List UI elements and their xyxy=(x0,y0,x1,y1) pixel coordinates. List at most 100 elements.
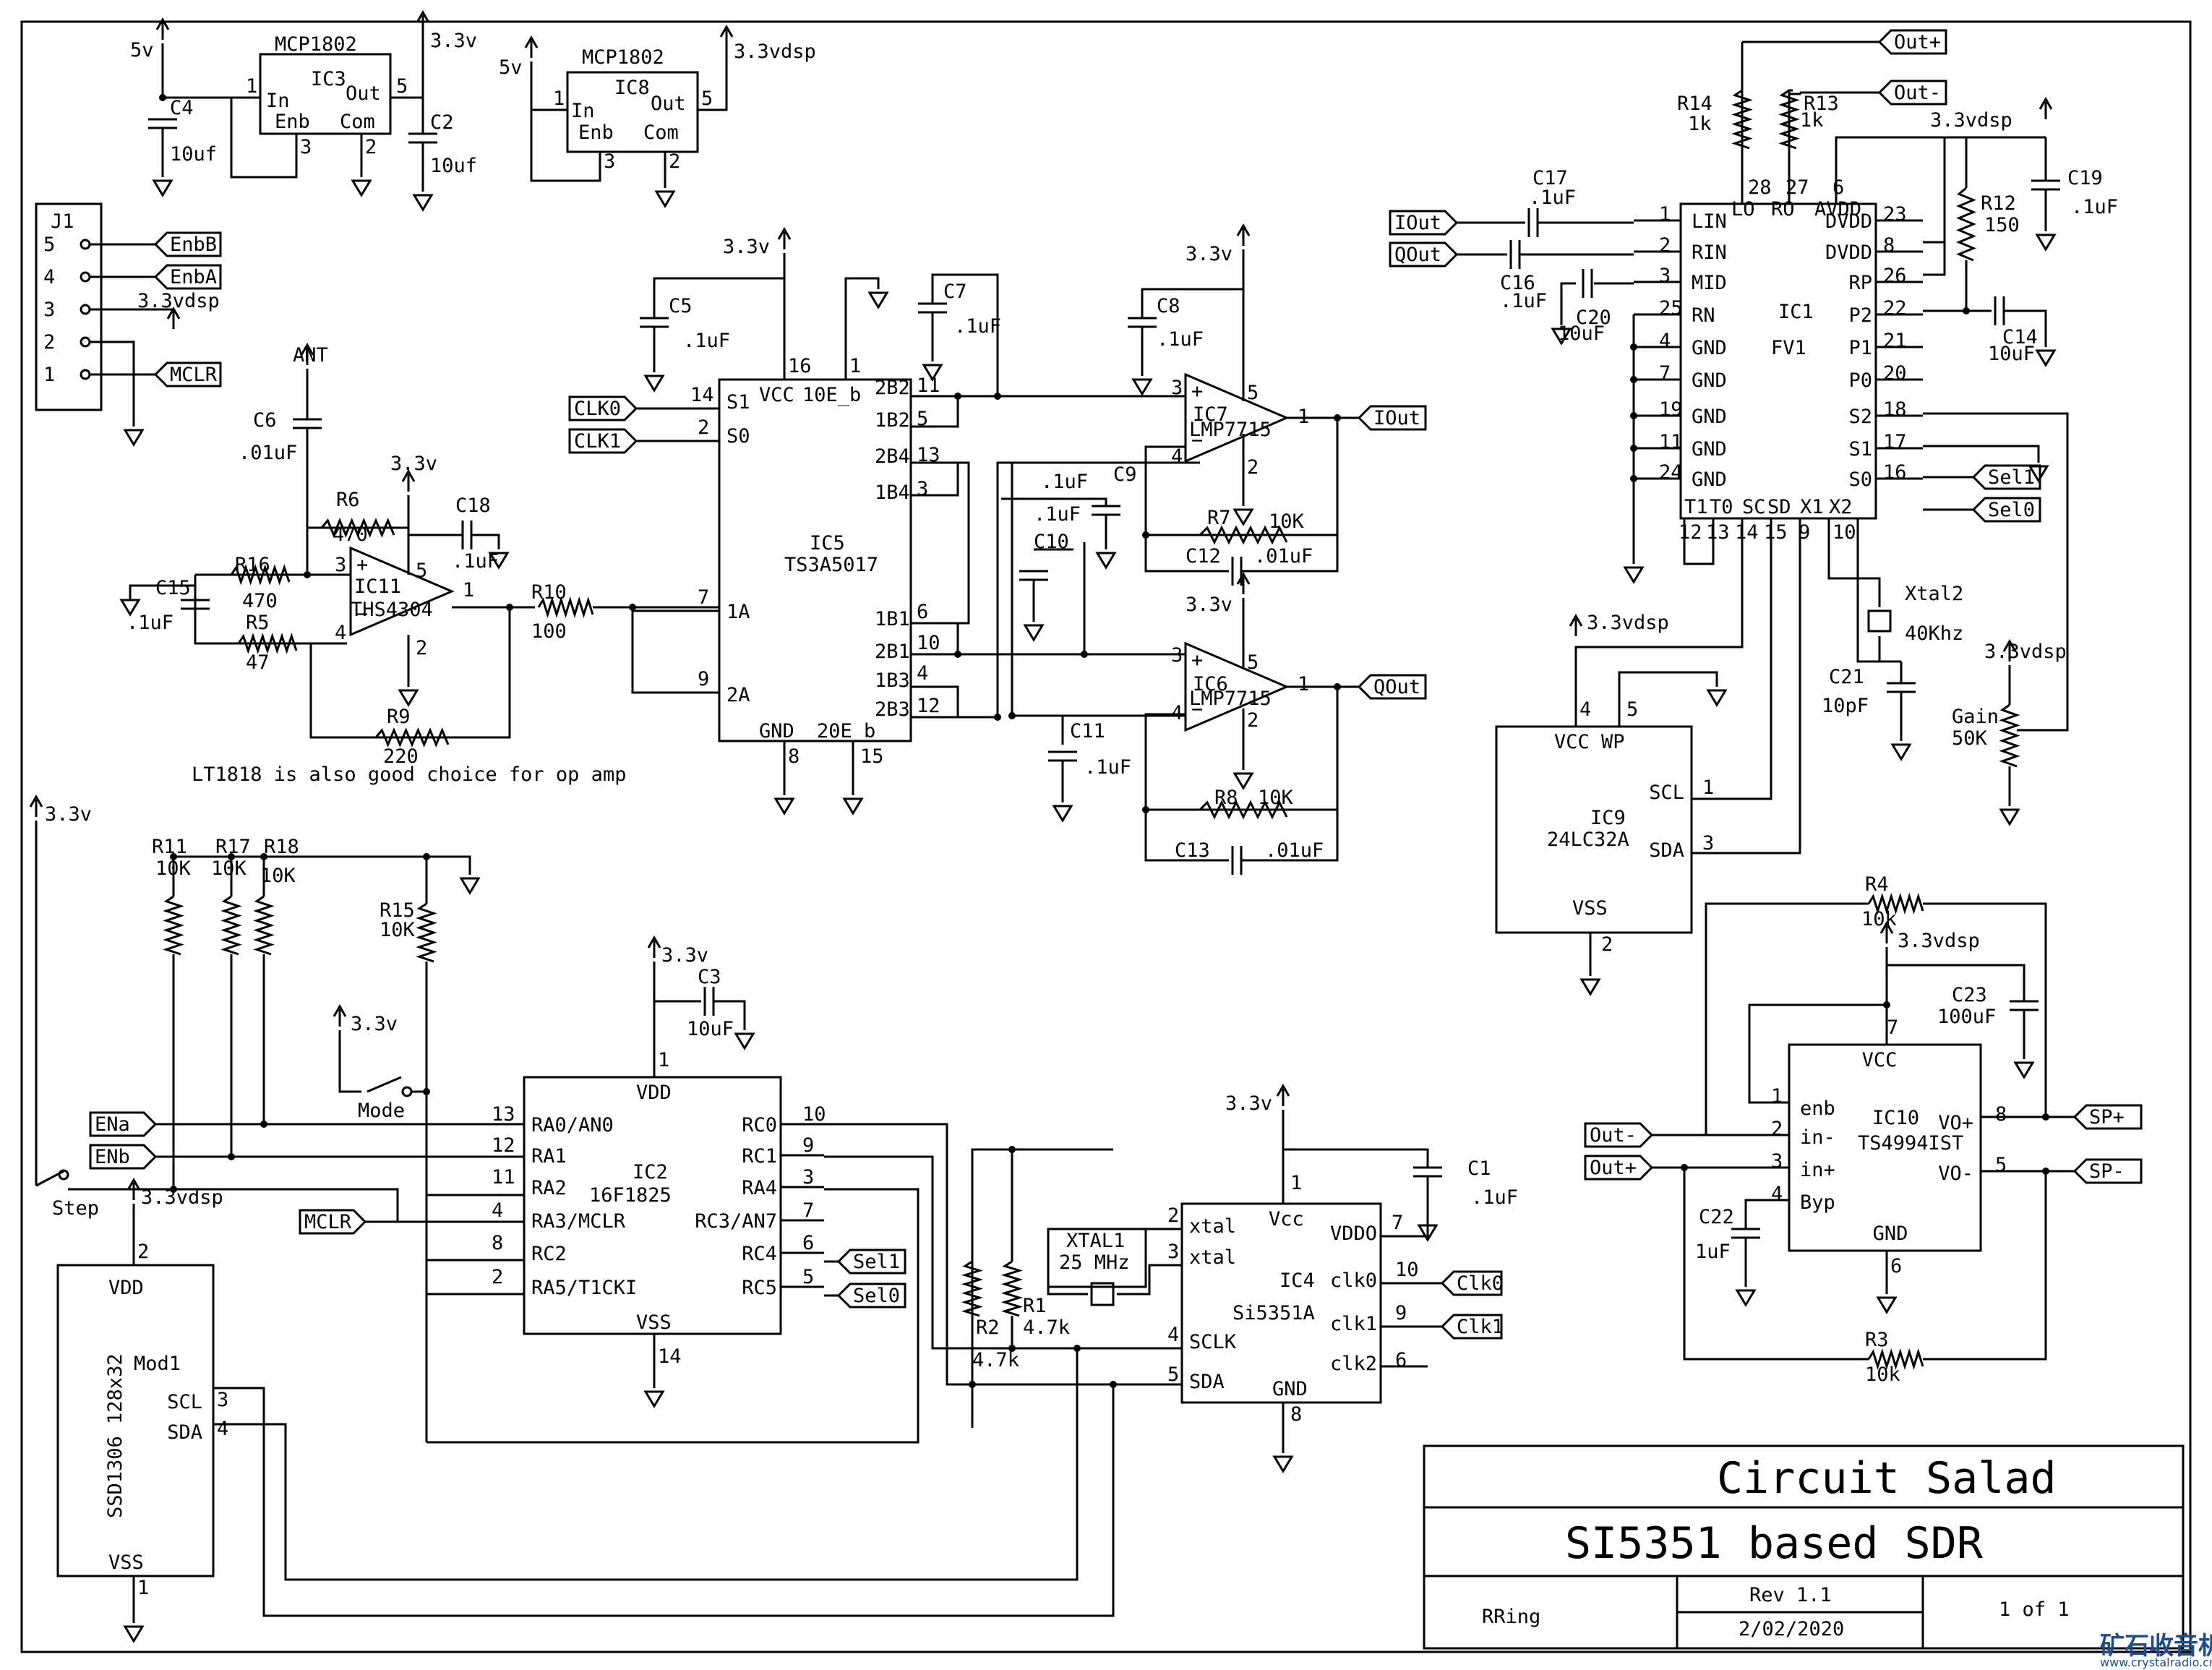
wire xyxy=(1744,1199,1789,1229)
pin-number: 2 xyxy=(1247,709,1259,732)
ground-symbol xyxy=(123,429,145,447)
net-flag xyxy=(2072,1104,2143,1130)
res-val: 10K xyxy=(155,857,192,880)
pin-label: 1B1 xyxy=(875,608,910,630)
pin-number: 3 xyxy=(300,136,312,158)
j1-pin-number: 2 xyxy=(43,331,55,354)
wire xyxy=(1705,902,1869,1135)
cap-ref: C14 xyxy=(2002,326,2038,348)
pin-number: 12 xyxy=(492,1134,515,1157)
pin-label: 2B3 xyxy=(875,698,910,721)
pin-number: 13 xyxy=(917,444,940,466)
resistor xyxy=(1956,187,1976,262)
cap-ref: C8 xyxy=(1157,295,1180,317)
res-val: 150 xyxy=(1984,214,2020,236)
junction-dot xyxy=(1630,343,1637,351)
pin-label: GND xyxy=(1692,369,1727,392)
pin-number: 7 xyxy=(1887,1016,1898,1039)
wire xyxy=(1923,241,1946,276)
cap-ref: C22 xyxy=(1699,1206,1734,1228)
ground-symbol xyxy=(398,689,419,707)
cap-val: .01uF xyxy=(239,442,297,464)
mod1-body xyxy=(56,1264,215,1577)
net-label: SP- xyxy=(2089,1160,2125,1183)
ic-part: TS4994IST xyxy=(1858,1132,1963,1155)
pin-number: 3 xyxy=(604,150,615,173)
cap-ref: C21 xyxy=(1829,666,1864,688)
res-val: 470 xyxy=(242,590,278,612)
wire xyxy=(1923,902,2047,1117)
pin-label: xtal xyxy=(1189,1215,1236,1238)
cap-val: .1uF xyxy=(954,315,1001,338)
capacitor xyxy=(293,418,322,429)
pin-number: 5 xyxy=(416,560,427,582)
pin-label: GND xyxy=(1873,1222,1908,1245)
capacitor xyxy=(1231,846,1243,875)
pin-label: VSS xyxy=(1572,897,1608,920)
components xyxy=(29,9,2185,1650)
pin-number: 4 xyxy=(1579,698,1591,721)
cap-ref: C6 xyxy=(253,409,277,432)
net-label: 3.3vdsp xyxy=(1930,109,2012,132)
pin-label: 1B4 xyxy=(875,481,910,504)
pin-number: 1 xyxy=(553,87,565,110)
pin-label: Vcc xyxy=(1269,1208,1304,1230)
resistor xyxy=(237,633,298,654)
ic8-ref: IC8 xyxy=(614,77,650,99)
pin-number: 15 xyxy=(860,745,884,768)
ic8-part: MCP1802 xyxy=(582,46,664,69)
ic-part: 24LC32A xyxy=(1547,828,1629,851)
ic1-body xyxy=(1679,202,1877,520)
pin-label: RA4 xyxy=(742,1177,777,1199)
pin-label: SC xyxy=(1742,496,1766,518)
pin-label: X1 xyxy=(1800,496,1824,518)
pin-number: 3 xyxy=(1171,377,1183,399)
cap-ref: C13 xyxy=(1175,839,1210,862)
wire xyxy=(1728,518,1801,855)
pin-number: 1 xyxy=(137,1577,149,1599)
pin-label: VDDO xyxy=(1330,1222,1377,1245)
pin-number: 14 xyxy=(690,384,714,406)
pin-label: SCL xyxy=(167,1391,202,1413)
capacitor xyxy=(1092,505,1120,516)
pin-number: 22 xyxy=(1883,297,1907,320)
pin-label: In xyxy=(266,90,290,112)
j1-connector xyxy=(35,202,103,411)
pin-label: clk1 xyxy=(1330,1313,1377,1335)
pin-label: 2A xyxy=(726,684,750,706)
pin-label: X2 xyxy=(1829,496,1853,518)
pin-label: RIN xyxy=(1692,241,1727,264)
pin-number: 9 xyxy=(802,1134,814,1157)
junction-dot xyxy=(1008,1345,1016,1352)
wire xyxy=(1241,535,1339,573)
cap-val: .1uF xyxy=(452,550,499,573)
pin-label: AVDD xyxy=(1814,198,1861,220)
net-label: 5v xyxy=(499,56,523,79)
cap-ref: C15 xyxy=(155,577,191,599)
junction-dot xyxy=(1630,412,1637,419)
ic-ref: IC1 xyxy=(1778,301,1814,323)
net-label: Out- xyxy=(1590,1124,1637,1147)
pin-number: 1 xyxy=(1771,1085,1783,1108)
pin-number: 4 xyxy=(1171,445,1183,468)
ground-symbol xyxy=(1052,805,1073,823)
pin-label: SCLK xyxy=(1189,1331,1237,1353)
wire xyxy=(911,622,959,656)
capacitor xyxy=(1048,750,1077,762)
net-label: 3.3v xyxy=(1225,1092,1272,1115)
pin-label: T0 xyxy=(1710,496,1733,518)
pin-number: 2 xyxy=(1247,456,1259,479)
wire xyxy=(1887,964,2025,1001)
net-label: Out+ xyxy=(1590,1157,1637,1179)
net-flag xyxy=(1584,1122,1654,1148)
wire xyxy=(958,461,970,625)
op-plus: + xyxy=(1191,380,1203,403)
cap-val: 10uf xyxy=(430,155,477,177)
pin-number: 4 xyxy=(335,622,346,644)
resistor xyxy=(253,895,275,956)
res-val: 10k xyxy=(1865,1363,1900,1386)
pot-ref: Gain xyxy=(1952,706,1999,728)
pin-number: 7 xyxy=(698,586,709,609)
junction-dot xyxy=(228,853,235,860)
